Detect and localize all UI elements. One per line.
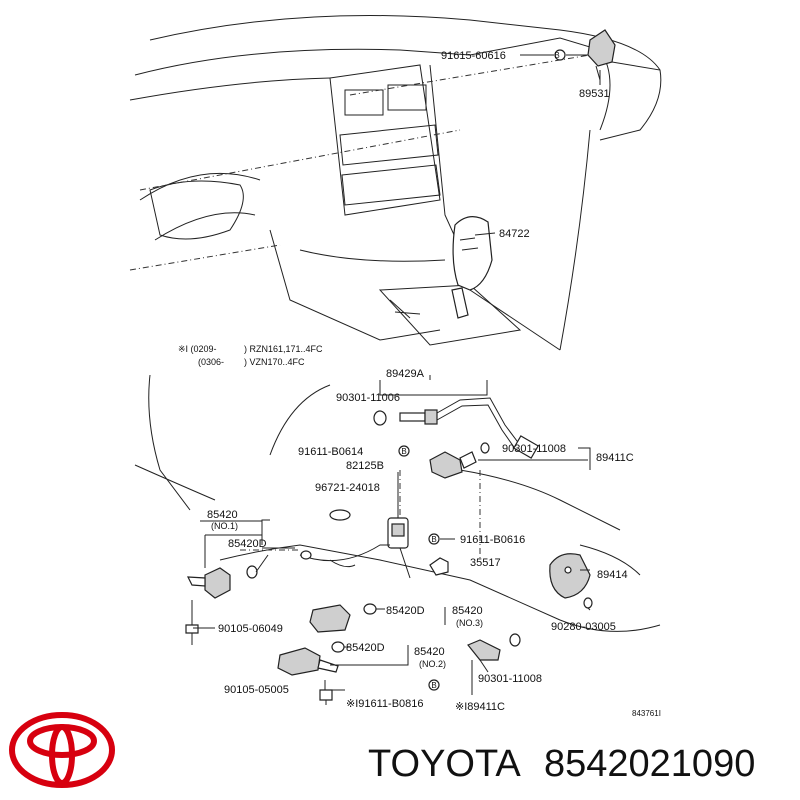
part-89414 (549, 553, 593, 609)
sensor-89411c-lower-part (428, 633, 521, 695)
label-85420-no2: 85420 (414, 646, 445, 658)
label-91615-60616: 91615-60616 (441, 50, 506, 62)
label-90301-11008-b: 90301-11008 (478, 673, 542, 685)
label-90105-06049: 90105-06049 (218, 623, 283, 635)
bracket-35517-part (428, 533, 455, 576)
label-84722: 84722 (499, 228, 530, 240)
label-82125b: 82125B (346, 460, 384, 472)
note-line2-code: (0306- (198, 357, 224, 367)
marker-b: B (401, 447, 406, 456)
label-85420d-c: 85420D (346, 642, 385, 654)
marker-b: B (431, 681, 436, 690)
marker-b: B (431, 535, 436, 544)
part-number: 8542021090 (544, 743, 755, 785)
brand-name: TOYOTA (368, 743, 521, 785)
label-91611-b0614: 91611-B0614 (298, 446, 363, 458)
marker-b: B (554, 51, 559, 60)
harness-82125b-part (299, 472, 411, 579)
label-89531: 89531 (579, 88, 610, 100)
label-96721-24018: 96721-24018 (315, 482, 380, 494)
lower-outline (134, 374, 661, 632)
label-91611-b0616: 91611-B0616 (460, 534, 525, 546)
dashboard-outline (129, 15, 662, 351)
leader-lines (193, 520, 591, 691)
toyota-logo-icon (9, 712, 115, 788)
label-89414: 89414 (597, 569, 628, 581)
label-89411c-b: ※I89411C (455, 701, 505, 713)
label-85420-no1: 85420 (207, 509, 238, 521)
label-no3: (NO.3) (456, 618, 483, 628)
label-35517: 35517 (470, 557, 501, 569)
shift-lever-part (451, 216, 496, 319)
sensor-85420-no3-part (309, 603, 446, 633)
label-90301-11008: 90301-11008 (502, 443, 566, 455)
note-line2-model: ) VZN170..4FC (244, 357, 305, 367)
label-91611-b0816: ※I91611-B0816 (346, 698, 424, 710)
label-90280-03005: 90280-03005 (551, 621, 616, 633)
part-labels: 91615-60616 B 89531 84722 ※I (0209- ) RZ… (178, 50, 661, 718)
label-85420d-b: 85420D (386, 605, 425, 617)
diagram-ref-code: 843761I (632, 709, 661, 718)
sensor-89531-part (520, 29, 616, 85)
label-90105-05005: 90105-05005 (224, 684, 289, 696)
label-no1: (NO.1) (211, 521, 238, 531)
sensor-89429a-part (373, 375, 539, 459)
note-line1-code: ※I (0209- (178, 344, 217, 354)
label-85420-no3: 85420 (452, 605, 483, 617)
label-no2: (NO.2) (419, 659, 446, 669)
note-line1-model: ) RZN161,171..4FC (244, 344, 323, 354)
label-89411c: 89411C (596, 452, 634, 464)
label-90301-11006: 90301-11006 (336, 392, 400, 404)
sensor-85420-no1-part (185, 519, 270, 645)
label-89429a: 89429A (386, 368, 425, 380)
label-85420d-a: 85420D (228, 538, 267, 550)
sensor-89411c-part (398, 442, 591, 479)
sensor-85420-no2-part (277, 641, 409, 705)
